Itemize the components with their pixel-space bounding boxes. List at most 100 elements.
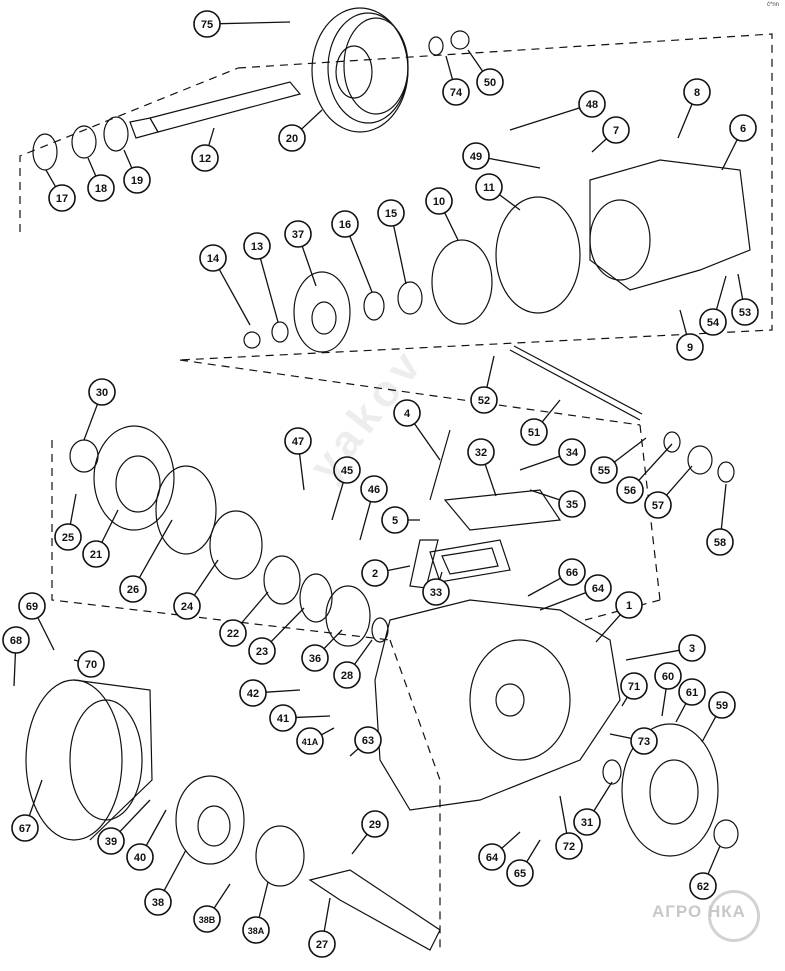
- callout-circle: [193, 10, 221, 38]
- leader-line: [87, 157, 97, 177]
- callout-circle: [361, 810, 389, 838]
- callout-circle: [393, 399, 421, 427]
- callout-circle: [590, 456, 618, 484]
- callout-34: 34: [519, 438, 586, 471]
- callout-label: 37: [292, 229, 304, 241]
- leader-line: [444, 212, 459, 241]
- callout-64: 64: [539, 574, 612, 611]
- callout-circle: [476, 68, 504, 96]
- callout-circle: [48, 184, 76, 212]
- callout-label: 17: [56, 193, 68, 205]
- callout-circle: [18, 592, 46, 620]
- callout-circle: [678, 634, 706, 662]
- callout-56: 56: [616, 443, 673, 504]
- leader-line: [539, 592, 587, 611]
- callout-41A: 41A: [296, 727, 335, 755]
- callout-53: 53: [731, 273, 759, 326]
- callout-label: 52: [478, 395, 490, 407]
- callout-circle: [602, 116, 630, 144]
- callout-circle: [82, 540, 110, 568]
- callout-label: 73: [638, 736, 650, 748]
- callout-label: 56: [624, 485, 636, 497]
- callout-24: 24: [173, 559, 219, 620]
- leader-line: [486, 355, 495, 388]
- callout-circle: [729, 114, 757, 142]
- callout-circle: [616, 476, 644, 504]
- callout-label: 38B: [199, 915, 216, 925]
- leader-line: [393, 225, 407, 285]
- callout-circle: [475, 173, 503, 201]
- callout-circle: [678, 678, 706, 706]
- leader-line: [527, 577, 561, 597]
- callout-label: 6: [740, 123, 746, 135]
- callout-circle: [361, 559, 389, 587]
- callout-circle: [88, 378, 116, 406]
- callout-74: 74: [442, 55, 470, 106]
- callout-9: 9: [676, 309, 704, 361]
- leader-line: [37, 617, 55, 651]
- callout-label: 60: [662, 671, 674, 683]
- callout-label: 3: [689, 643, 695, 655]
- callout-circle: [193, 905, 221, 933]
- callout-label: 23: [256, 646, 268, 658]
- input-shaft: [149, 81, 302, 133]
- callout-57: 57: [644, 465, 693, 519]
- callout-label: 63: [362, 735, 374, 747]
- leader-line: [499, 194, 521, 211]
- leader-line: [445, 55, 454, 80]
- callout-circle: [584, 574, 612, 602]
- callout-circle: [558, 490, 586, 518]
- callout-label: 41: [277, 713, 289, 725]
- callout-circle: [676, 333, 704, 361]
- leader-line: [45, 169, 57, 188]
- main-transmission-case: [374, 599, 621, 811]
- callout-label: 5: [392, 515, 398, 527]
- leader-line: [354, 639, 373, 665]
- callout-38B: 38B: [193, 883, 231, 933]
- callout-label: 68: [10, 635, 22, 647]
- callout-label: 31: [581, 817, 593, 829]
- callout-circle: [654, 662, 682, 690]
- callout-label: 36: [309, 653, 321, 665]
- callout-16: 16: [331, 210, 373, 293]
- callout-label: 70: [85, 659, 97, 671]
- callout-circle: [708, 691, 736, 719]
- leader-line: [270, 607, 305, 643]
- output-shaft: [308, 869, 441, 951]
- callout-label: 19: [131, 175, 143, 187]
- callout-circle: [123, 166, 151, 194]
- callout-label: 53: [739, 307, 751, 319]
- leader-line: [298, 453, 305, 491]
- leader-line: [323, 629, 343, 650]
- callout-18: 18: [87, 157, 115, 202]
- leader-line: [119, 799, 151, 833]
- leader-line: [240, 591, 269, 624]
- callout-5: 5: [381, 506, 420, 534]
- callout-label: 38A: [248, 926, 265, 936]
- leader-line: [413, 423, 441, 461]
- callout-70: 70: [73, 650, 105, 678]
- callout-circle: [308, 930, 336, 958]
- callout-circle: [555, 832, 583, 860]
- leader-line: [621, 696, 628, 707]
- callout-23: 23: [248, 607, 305, 665]
- callout-label: 29: [369, 819, 381, 831]
- leader-line: [625, 649, 680, 661]
- callout-circle: [578, 90, 606, 118]
- callout-14: 14: [199, 244, 251, 326]
- callout-circle: [191, 144, 219, 172]
- callout-circle: [219, 619, 247, 647]
- callout-circle: [284, 220, 312, 248]
- leader-line: [321, 727, 335, 736]
- callout-circle: [381, 506, 409, 534]
- upper-dashed-boundary: [19, 33, 773, 361]
- callout-36: 36: [301, 629, 343, 672]
- callout-3: 3: [625, 634, 706, 662]
- callout-circle: [239, 679, 267, 707]
- leader-line: [145, 809, 167, 846]
- callout-7: 7: [591, 116, 630, 153]
- callout-label: 59: [716, 700, 728, 712]
- leader-line: [331, 482, 344, 521]
- leader-line: [259, 258, 279, 323]
- callout-circle: [478, 843, 506, 871]
